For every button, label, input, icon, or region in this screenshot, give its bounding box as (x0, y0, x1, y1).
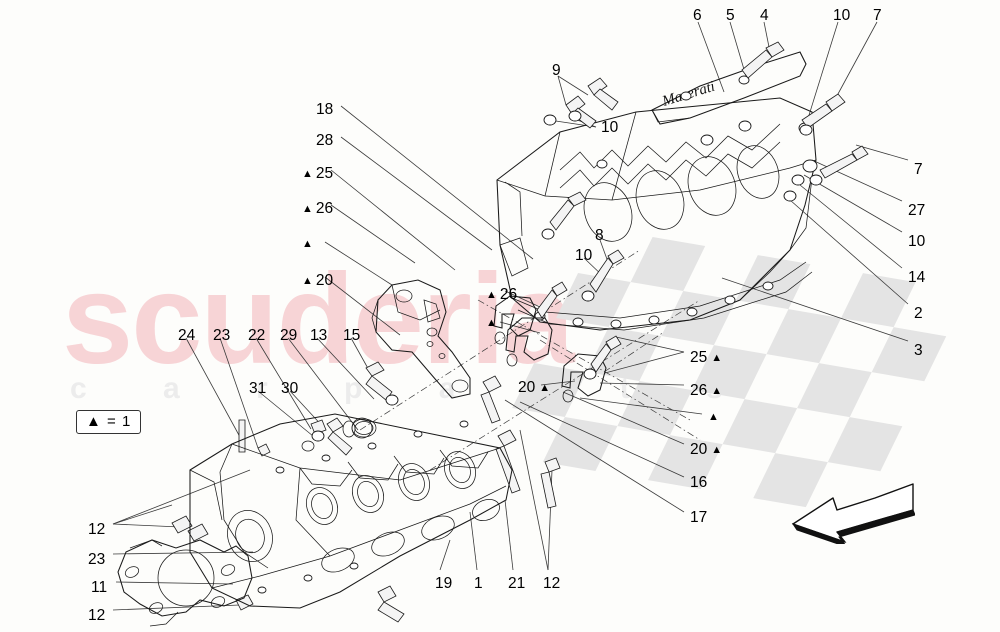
callout-c12b: 12 (88, 607, 106, 624)
callout-c26a: 26 (302, 201, 333, 217)
callout-c12a: 12 (88, 521, 106, 538)
callout-c8: 8 (595, 227, 604, 244)
fasteners-mid-field (171, 361, 561, 623)
callout-c25b: 25 (690, 350, 722, 366)
cylinder-head-cover (496, 97, 817, 331)
callout-c10d: 10 (908, 233, 926, 250)
callout-c20a: 20 (302, 273, 333, 289)
seals-and-rings (351, 418, 377, 438)
callout-c26c: 26 (690, 383, 722, 399)
callout-c31: 31 (249, 380, 267, 397)
leader-lines-right-mid (504, 336, 703, 513)
leader-lines-bottom (439, 429, 553, 571)
callout-c30: 30 (281, 380, 299, 397)
callout-c3: 3 (914, 342, 923, 359)
callout-c10a: 10 (833, 7, 851, 24)
callout-c28: 28 (316, 132, 334, 149)
callout-c14: 14 (908, 269, 926, 286)
callout-c21: 21 (508, 575, 526, 592)
callout-ct3: ▲ (708, 411, 719, 423)
callout-c10c: 10 (575, 247, 593, 264)
callout-c9: 9 (552, 62, 561, 79)
cylinder-head (189, 413, 513, 609)
direction-of-travel-arrow (791, 483, 915, 544)
callout-c10b: 10 (601, 119, 619, 136)
callout-c6: 6 (693, 7, 702, 24)
cam-bearing-caps (505, 281, 622, 403)
upper-small-caps (493, 295, 537, 345)
callout-c29: 29 (280, 327, 298, 344)
assembly-axis-lines (359, 249, 701, 471)
callout-c5: 5 (726, 7, 735, 24)
callout-c20b: 20 (518, 380, 550, 396)
fastener-badge-bolt (741, 41, 785, 79)
callout-ct2: ▲ (486, 317, 497, 329)
callout-c12c: 12 (543, 575, 561, 592)
callout-c2: 2 (914, 305, 923, 322)
fasteners-top-left (543, 77, 619, 129)
callout-c19: 19 (435, 575, 453, 592)
callout-ct1: ▲ (302, 238, 313, 250)
fasteners-top-right (783, 93, 869, 202)
callout-c24: 24 (178, 327, 196, 344)
callout-c4: 4 (760, 7, 769, 24)
callout-c16: 16 (690, 474, 708, 491)
callout-c23b: 23 (88, 551, 106, 568)
callout-c7b: 7 (914, 161, 923, 178)
callout-c17: 17 (690, 509, 708, 526)
leader-lines-mid (185, 337, 375, 449)
callout-c18: 18 (316, 101, 334, 118)
callout-c20c: 20 (690, 442, 722, 458)
timing-bracket (371, 279, 471, 399)
callout-c1: 1 (474, 575, 483, 592)
legend-triangle-equals-one: ▲ = 1 (76, 410, 142, 434)
callout-c13: 13 (310, 327, 328, 344)
callout-c27: 27 (908, 202, 926, 219)
callout-c15: 15 (343, 327, 361, 344)
fasteners-mid-studs (541, 191, 625, 302)
callout-c25a: 25 (302, 166, 333, 182)
callout-c23a: 23 (213, 327, 231, 344)
head-gasket (117, 539, 253, 627)
callout-c26b: 26 (486, 287, 517, 303)
leader-lines-bottom-left (112, 469, 254, 611)
leader-lines-left (324, 105, 534, 336)
maserati-badge-strip: Maserati (651, 51, 807, 125)
callout-c22: 22 (248, 327, 266, 344)
callout-c7a: 7 (873, 7, 882, 24)
callout-c11: 11 (91, 579, 108, 596)
leader-lines-right-top (721, 144, 909, 342)
